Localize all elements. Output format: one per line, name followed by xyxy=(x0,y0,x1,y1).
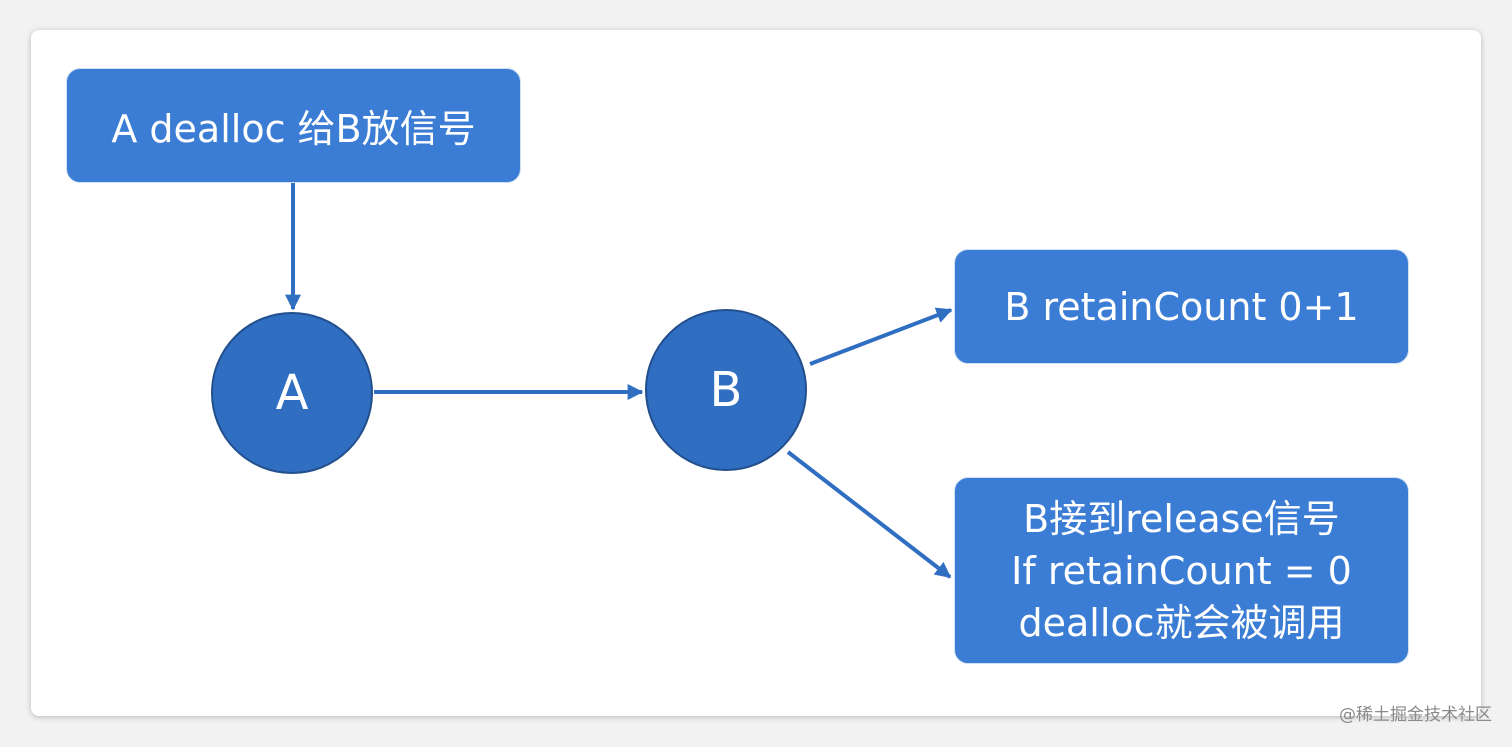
release-line-1: B接到release信号 xyxy=(1023,496,1340,541)
node-a: A xyxy=(211,312,373,474)
node-a-label: A xyxy=(275,365,309,421)
release-signal-box: B接到release信号 If retainCount = 0 dealloc就… xyxy=(954,477,1409,664)
retain-count-label: B retainCount 0+1 xyxy=(1004,284,1359,329)
retain-count-box: B retainCount 0+1 xyxy=(954,249,1409,364)
edge-b-to-release xyxy=(786,450,952,579)
release-line-2: If retainCount = 0 xyxy=(1011,548,1352,593)
node-b-label: B xyxy=(709,362,743,418)
edge-b-to-retain xyxy=(809,307,953,366)
watermark: @稀土掘金技术社区 xyxy=(1339,705,1492,725)
node-b: B xyxy=(645,309,807,471)
dealloc-signal-label: A dealloc 给B放信号 xyxy=(111,107,476,151)
dealloc-signal-box: A dealloc 给B放信号 xyxy=(66,68,521,183)
release-line-3: dealloc就会被调用 xyxy=(1018,600,1345,645)
